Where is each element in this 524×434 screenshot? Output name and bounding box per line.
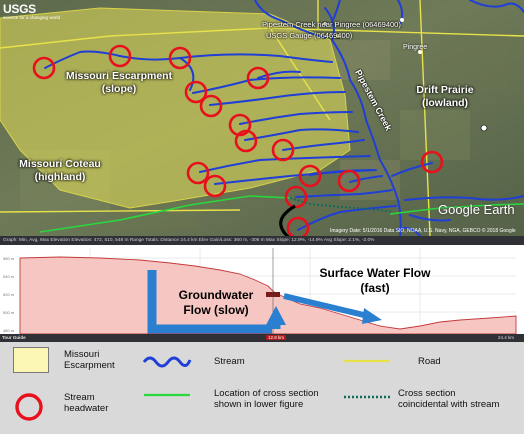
headwater-circle — [234, 129, 258, 153]
marker-distance-label: 12.8 km — [266, 335, 287, 340]
profile-status-bar — [0, 334, 524, 342]
map-drawing — [0, 0, 524, 236]
headwater-circles — [32, 44, 444, 236]
headwater-circle — [32, 56, 56, 80]
groundwater-label: Groundwater Flow (slow) — [178, 288, 254, 317]
region-label-escarpment: Missouri Escarpment (slope) — [65, 70, 173, 95]
satellite-map: USGS science for a changing world Missou… — [0, 0, 524, 236]
svg-text:500 m: 500 m — [3, 310, 15, 315]
profile-end-label: 24.4 km — [498, 335, 515, 340]
roads — [0, 0, 524, 236]
headwater-circle — [186, 161, 210, 185]
legend-road-label: Road — [418, 356, 441, 367]
svg-text:520 m: 520 m — [3, 292, 15, 297]
map-attribution: Imagery Date: 5/1/2016 Data SIO, NOAA, U… — [330, 228, 516, 234]
legend-headwater-swatch — [15, 393, 43, 421]
region-label-drift-prairie: Drift Prairie (lowland) — [416, 84, 474, 109]
tour-guide-button[interactable]: Tour Guide — [2, 335, 26, 340]
gauge-markers — [322, 18, 488, 132]
y-ticks: 560 m 540 m 520 m 500 m 480 m — [3, 256, 15, 333]
svg-text:560 m: 560 m — [3, 256, 15, 261]
legend-coincidental-swatch — [344, 395, 390, 399]
headwater-circle — [337, 169, 361, 193]
headwater-circle — [168, 46, 192, 70]
headwater-circle — [284, 185, 308, 209]
legend-coincidental-label: Cross section coincidental with stream — [398, 388, 500, 410]
surface-water-arrow — [283, 293, 382, 324]
cross-section-line-east — [389, 203, 524, 215]
legend-escarpment-swatch — [13, 347, 49, 373]
usgs-logo: USGS science for a changing world — [3, 2, 61, 20]
legend-road-swatch — [344, 359, 390, 363]
escarpment-polygon — [0, 7, 351, 209]
headwater-circle — [271, 138, 295, 162]
headwater-circle — [203, 174, 227, 198]
headwater-circle — [184, 80, 208, 104]
profile-toolbar: Graph: Min, Avg, Max Elevation Elevation… — [0, 236, 524, 245]
headwater-circle — [228, 113, 252, 137]
headwater-circle — [420, 150, 444, 174]
svg-text:480 m: 480 m — [3, 328, 15, 333]
legend-cross-section-swatch — [144, 393, 190, 397]
legend-headwater-label: Stream headwater — [64, 392, 109, 414]
headwater-circle — [108, 44, 132, 68]
cross-section-coincidental — [289, 197, 393, 213]
groundwater-arrow — [147, 270, 286, 334]
town-label: Pingree — [403, 44, 428, 51]
gauge-label-second: USGS Gauge (06469400) — [266, 31, 353, 40]
profile-chart: 560 m 540 m 520 m 500 m 480 m — [3, 248, 517, 335]
gauge-label-pingree: Pipestem Creek near Pingree (06469400) — [262, 20, 401, 29]
headwater-circle — [199, 94, 223, 118]
legend-cross-section-label: Location of cross section shown in lower… — [214, 388, 319, 410]
region-label-coteau: Missouri Coteau (highland) — [19, 158, 101, 183]
connector-arrow — [279, 204, 296, 236]
headwater-circle — [298, 164, 322, 188]
legend-stream-swatch — [142, 356, 192, 368]
cross-section-line — [39, 195, 291, 233]
svg-text:540 m: 540 m — [3, 274, 15, 279]
streams — [44, 0, 524, 236]
legend-escarpment-label: Missouri Escarpment — [64, 349, 115, 371]
headwater-circle — [246, 66, 270, 90]
legend-stream-label: Stream — [214, 356, 245, 367]
surface-water-label: Surface Water Flow (fast) — [319, 266, 431, 295]
elevation-profile: Graph: Min, Avg, Max Elevation Elevation… — [0, 236, 524, 342]
legend: Missouri Escarpment Stream headwater Str… — [0, 342, 524, 434]
google-earth-watermark: Google Earth — [438, 202, 515, 217]
headwater-circle — [286, 216, 310, 236]
